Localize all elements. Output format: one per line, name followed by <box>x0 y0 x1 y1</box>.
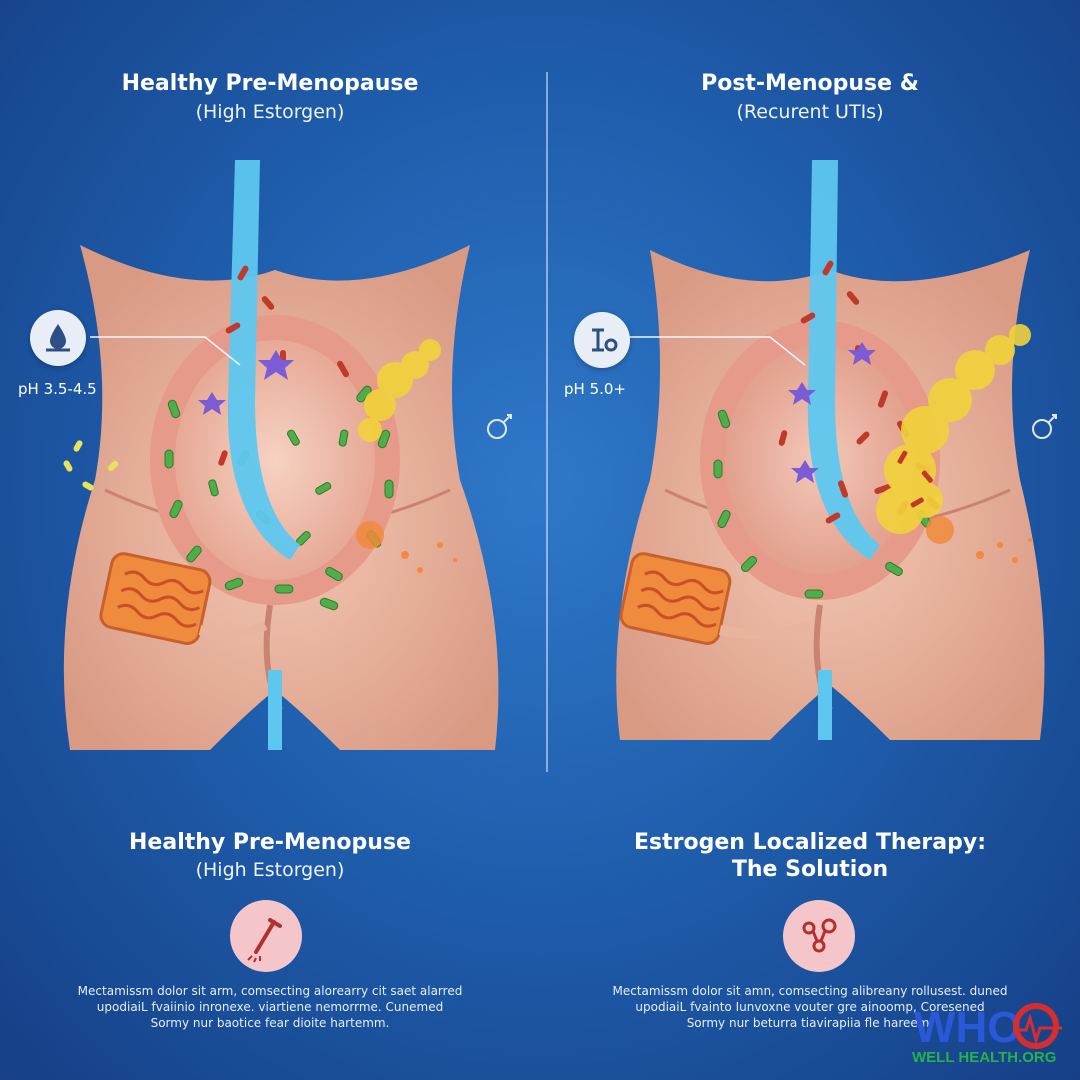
orange-burst <box>356 521 457 573</box>
left-paragraph-line: Sormy nur baotice fear dioite hartemm. <box>150 1016 390 1030</box>
logo-mark-text: WHO <box>914 1003 1022 1052</box>
left-anatomy-illustration <box>63 160 499 750</box>
heating-patch <box>99 552 212 645</box>
left-paragraph-line: upodiaiL fvaiinio inronexe. viartiene ne… <box>96 1000 444 1014</box>
left-paragraph: Mectamissm dolor sit arm, comsecting alo… <box>60 983 480 1031</box>
left-bottom-subtitle: (High Estorgen) <box>195 859 345 881</box>
right-circle-badge <box>783 900 855 972</box>
right-panel: Post-Menopuse & (Recurent UTIs) <box>540 0 1080 1080</box>
yellow-particles-left <box>63 440 119 491</box>
right-paragraph-line: Mectamissm dolor sit amn, comsecting ali… <box>612 984 1008 998</box>
right-subtitle: (Recurent UTIs) <box>736 101 884 123</box>
left-panel: Healthy Pre-Menopause (High Estorgen) <box>18 71 512 1031</box>
left-title: Healthy Pre-Menopause <box>121 71 419 96</box>
panel-divider <box>546 72 548 772</box>
water-drop-icon <box>46 324 70 352</box>
flask-icon <box>487 414 512 439</box>
orange-burst <box>926 516 1032 563</box>
left-circle-badge <box>230 900 302 972</box>
yellow-plume <box>358 339 441 442</box>
right-paragraph: Mectamissm dolor sit amn, comsecting ali… <box>600 983 1020 1031</box>
heating-patch <box>619 552 732 645</box>
urine-stream <box>807 160 880 560</box>
applicator-icon <box>247 918 282 963</box>
wellhealth-logo: WHO WELL HEALTH.ORG <box>912 1003 1062 1066</box>
ph-badge-right <box>574 312 630 368</box>
left-paragraph-line: Mectamissm dolor sit arm, comsecting alo… <box>77 984 463 998</box>
left-bottom-title: Healthy Pre-Menopuse <box>129 830 411 855</box>
urine-stream <box>227 160 300 560</box>
flask-icon <box>1032 414 1057 439</box>
right-bottom-title-line1: Estrogen Localized Therapy: <box>634 830 986 855</box>
right-title: Post-Menopuse & <box>701 71 919 96</box>
molecule-icon <box>802 918 837 953</box>
yellow-plume <box>876 324 1031 534</box>
right-anatomy-illustration <box>615 160 1045 740</box>
scale-icon <box>592 328 618 352</box>
right-paragraph-line: upodiaiL fvainto Iunvoxne vouter gre ain… <box>635 1000 985 1014</box>
logo-tagline: WELL HEALTH.ORG <box>912 1049 1056 1066</box>
right-paragraph-line: Sormy nur beturra tiavirapiia fle hareem… <box>686 1016 934 1030</box>
left-subtitle: (High Estorgen) <box>195 101 345 123</box>
right-bottom-title-line2: The Solution <box>731 857 889 882</box>
ph-label-right: pH 5.0+ <box>564 380 626 398</box>
ph-badge-left <box>30 310 86 366</box>
ph-label-left: pH 3.5-4.5 <box>18 380 97 398</box>
